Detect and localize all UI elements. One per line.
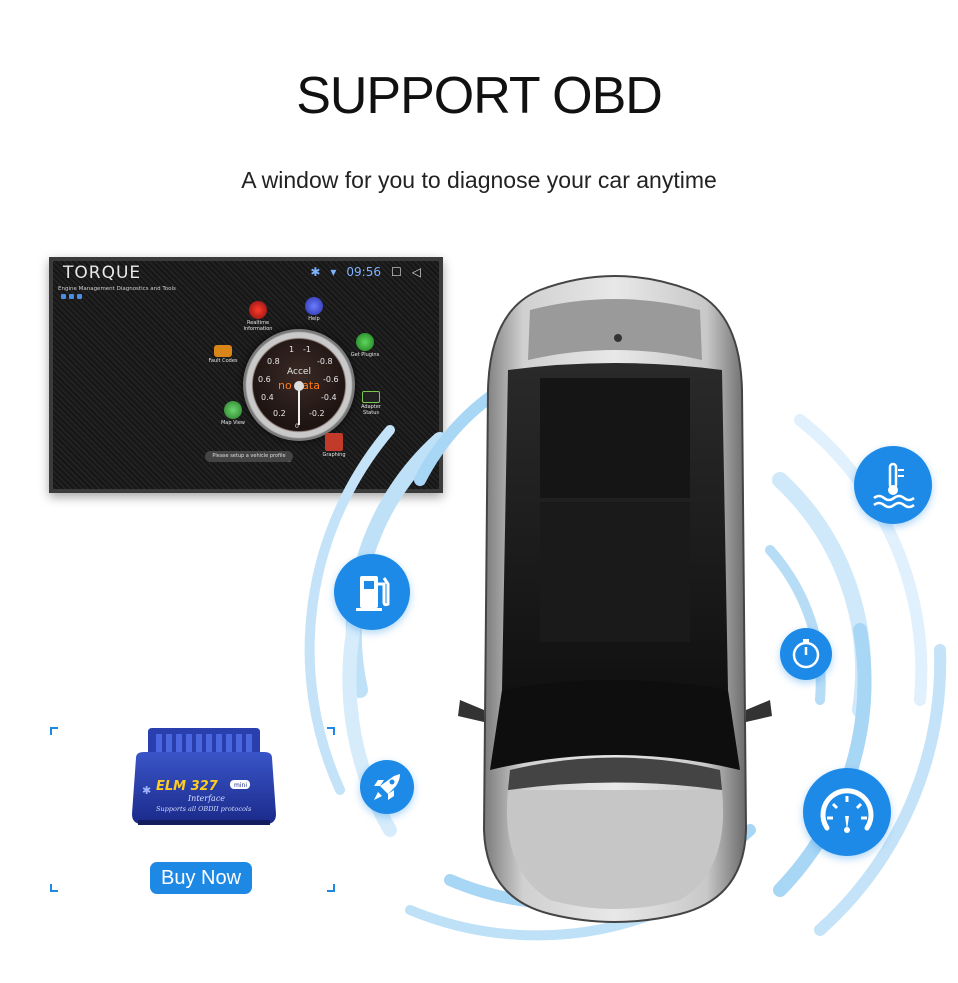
- page-subtitle: A window for you to diagnose your car an…: [241, 167, 717, 193]
- gauge-hub: [294, 381, 304, 391]
- gauge-tick: -0.4: [321, 393, 337, 402]
- elm327-device: ELM 327 mini ✱ Interface Supports all OB…: [132, 728, 276, 825]
- fuel-pump-icon[interactable]: [334, 554, 410, 630]
- gauge-tick: -0.6: [323, 375, 339, 384]
- gauge-tick: -0.2: [309, 409, 325, 418]
- engine-icon: [249, 301, 267, 319]
- frame-corner: [50, 884, 58, 892]
- menu-fault-codes[interactable]: Fault Codes: [207, 345, 239, 365]
- car-top-view: [458, 275, 772, 923]
- device-line2: Supports all OBDII protocols: [156, 805, 252, 813]
- buy-now-button[interactable]: Buy Now: [150, 862, 252, 894]
- toast-message: Please setup a vehicle profile: [205, 451, 293, 462]
- status-bar: TORQUE ✱ ▾ 09:56 ☐ ◁: [53, 261, 439, 283]
- app-subtitle: Engine Management Diagnostics and Tools: [58, 286, 176, 292]
- status-time: 09:56: [346, 265, 381, 279]
- bluetooth-icon: ✱: [142, 784, 151, 797]
- gauge-tick: 0.2: [273, 409, 286, 418]
- frame-corner: [50, 727, 58, 735]
- coolant-temperature-icon[interactable]: [854, 446, 932, 524]
- accel-gauge[interactable]: 1 -1 0.8 -0.8 0.6 -0.6 0.4 -0.4 0.2 -0.2…: [243, 329, 355, 441]
- torque-app-screenshot: TORQUE ✱ ▾ 09:56 ☐ ◁ Engine Management D…: [49, 257, 443, 493]
- graph-icon: [325, 433, 343, 451]
- map-icon: [224, 401, 242, 419]
- gauge-label: Accel: [287, 367, 311, 377]
- device-line1: Interface: [187, 794, 225, 803]
- gauge-tick: 1: [289, 345, 295, 354]
- gauge-tick: -0.8: [317, 357, 333, 366]
- wifi-icon: ▾: [330, 265, 337, 279]
- menu-graphing[interactable]: Graphing: [319, 433, 349, 459]
- page-title: SUPPORT OBD: [296, 67, 663, 125]
- device-badge: mini: [234, 782, 247, 789]
- frame-corner: [327, 884, 335, 892]
- menu-label: Adapter Status: [361, 404, 381, 416]
- app-title: TORQUE: [63, 263, 142, 283]
- menu-help[interactable]: Help: [301, 297, 327, 323]
- device-brand: ELM 327: [156, 779, 219, 794]
- bluetooth-icon: ✱: [310, 265, 321, 279]
- gauge-tick: 0: [295, 423, 299, 430]
- gauge-tick: 0.8: [267, 357, 280, 366]
- frame-corner: [327, 727, 335, 735]
- clock-icon[interactable]: [780, 628, 832, 680]
- menu-realtime[interactable]: Realtime Information: [239, 301, 277, 332]
- recent-apps-icon[interactable]: ☐: [391, 265, 402, 279]
- speedometer-icon[interactable]: [803, 768, 891, 856]
- back-icon[interactable]: ◁: [411, 265, 421, 279]
- gauge-needle: [298, 385, 300, 425]
- gauge-tick: -1: [303, 345, 311, 354]
- menu-map-view[interactable]: Map View: [219, 401, 247, 427]
- rocket-icon[interactable]: [360, 760, 414, 814]
- status-right: ✱ ▾ 09:56 ☐ ◁: [310, 265, 421, 279]
- help-icon: [305, 297, 323, 315]
- adapter-icon: [362, 391, 380, 403]
- menu-label: Help: [308, 316, 320, 322]
- obd-icon: [214, 345, 232, 357]
- menu-adapter-status[interactable]: Adapter Status: [355, 391, 387, 416]
- gauge-tick: 0.6: [258, 375, 271, 384]
- menu-label: Fault Codes: [208, 358, 238, 364]
- gauge-tick: 0.4: [261, 393, 274, 402]
- menu-label: Realtime Information: [243, 320, 273, 332]
- menu-label: Map View: [220, 420, 245, 426]
- menu-get-plugins[interactable]: Get Plugins: [349, 333, 381, 359]
- app-status-icons: [61, 294, 82, 299]
- plugin-icon: [356, 333, 374, 351]
- menu-label: Get Plugins: [350, 352, 380, 358]
- menu-label: Graphing: [322, 452, 346, 458]
